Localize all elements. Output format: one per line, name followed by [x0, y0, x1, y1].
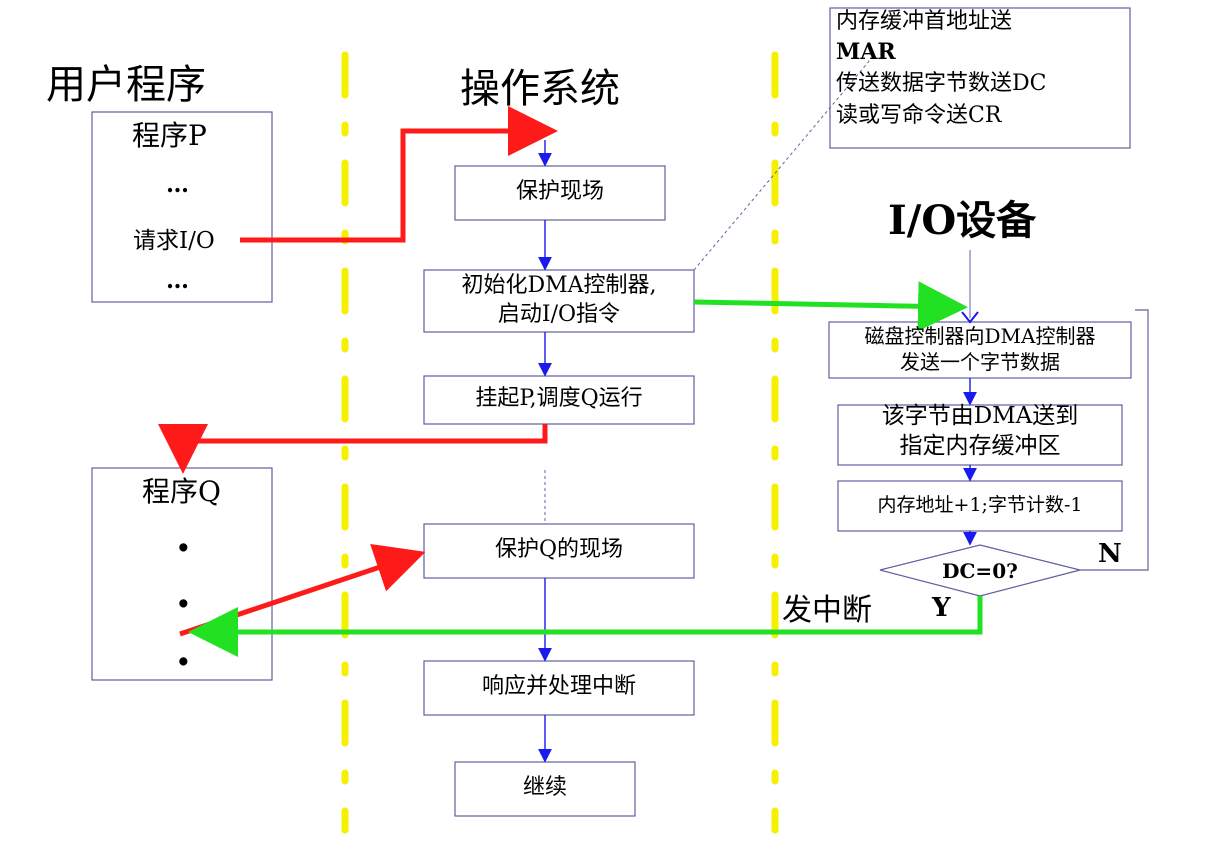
raise-interrupt-label: 发中断	[782, 593, 872, 628]
disk-send-line-1: 磁盘控制器向DMA控制器	[864, 324, 1096, 348]
red-arrow-to-save-q	[179, 543, 426, 637]
box-init-dma	[423, 269, 695, 333]
byte-to-buffer-line-1: 该字节由DMA送到	[881, 403, 1079, 429]
disk-send-label: 磁盘控制器向DMA控制器 发送一个字节数据	[829, 323, 1131, 375]
init-dma-label: 初始化DMA控制器, 启动I/O指令	[424, 272, 694, 329]
green-arrow-start-io	[693, 281, 968, 332]
box-handle-interrupt	[423, 660, 695, 716]
continue-label: 继续	[522, 775, 567, 800]
save-q-context-label: 保护Q的现场	[494, 537, 624, 562]
yes-label: Y	[932, 593, 951, 623]
suspend-p-label: 挂起P,调度Q运行	[475, 386, 643, 411]
byte-to-buffer-line-2: 指定内存缓冲区	[899, 432, 1061, 459]
no-loop-line	[1080, 309, 1149, 571]
dma-note-leader	[693, 59, 871, 271]
init-dma-line-1: 初始化DMA控制器,	[461, 273, 657, 298]
init-dma-line-2: 启动I/O指令	[497, 301, 621, 327]
dma-note-line-3: 传送数据字节数送DC	[836, 71, 1047, 97]
decision-label: DC=0?	[942, 559, 1018, 583]
program-q-dot-1: •	[176, 535, 191, 562]
dma-note-line-2: MAR	[836, 39, 896, 66]
save-context-label: 保护现场	[515, 179, 604, 204]
handle-interrupt-label: 响应并处理中断	[481, 674, 636, 699]
program-p-dots-bottom: …	[166, 267, 189, 294]
box-save-context	[454, 165, 666, 221]
dma-note-text: 内存缓冲首地址送 MAR 传送数据字节数送DC 读或写命令送CR	[836, 6, 1046, 131]
box-disk-send	[828, 321, 1132, 379]
header-user-program: 用户程序	[46, 62, 206, 108]
box-byte-to-buffer	[837, 404, 1123, 466]
program-p-dots-top: …	[166, 171, 189, 198]
byte-to-buffer-label: 该字节由DMA送到 指定内存缓冲区	[838, 402, 1122, 462]
request-io-label: 请求I/O	[133, 228, 215, 254]
box-suspend-p	[423, 375, 695, 425]
box-update-counters	[837, 480, 1123, 532]
disk-send-line-2: 发送一个字节数据	[900, 350, 1060, 374]
dma-note-line-4: 读或写命令送CR	[836, 102, 1002, 128]
program-q-label: 程序Q	[142, 475, 221, 508]
program-q-dot-3: •	[176, 649, 191, 676]
header-io-device: I/O设备	[888, 197, 1037, 244]
program-p-label: 程序P	[132, 119, 207, 152]
header-operating-system: 操作系统	[460, 66, 620, 112]
dma-note-line-1: 内存缓冲首地址送	[836, 9, 1013, 34]
green-arrow-interrupt	[188, 596, 983, 657]
program-p-panel	[91, 111, 273, 303]
red-arrow-request-io	[240, 106, 558, 243]
program-q-dot-2: •	[176, 591, 191, 618]
update-counters-label: 内存地址+1;字节计数-1	[877, 494, 1083, 516]
red-arrow-schedule-q	[158, 424, 548, 474]
no-label: N	[1098, 539, 1122, 569]
dma-note-box	[829, 7, 1131, 149]
